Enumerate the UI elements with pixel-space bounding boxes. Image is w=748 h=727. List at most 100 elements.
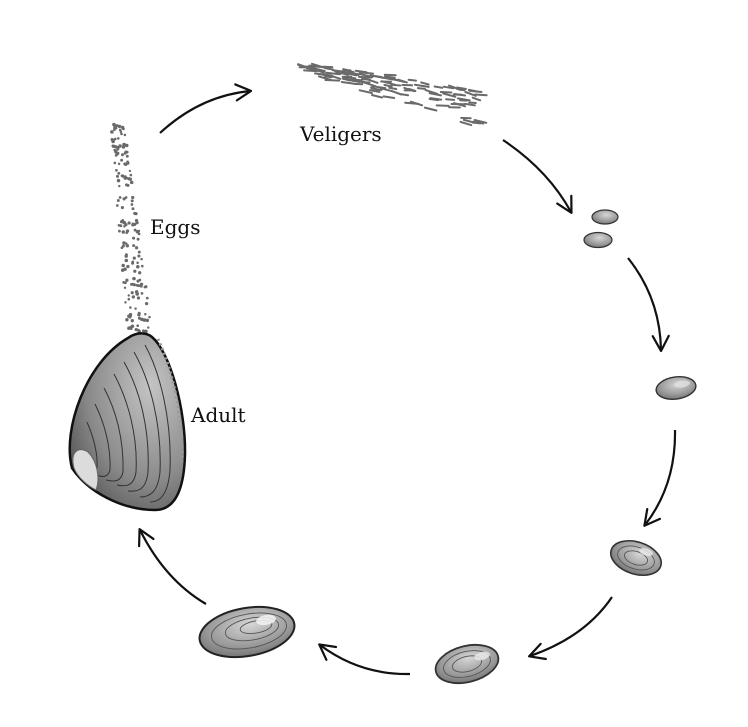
veliger-larva — [400, 93, 410, 97]
egg — [133, 228, 137, 232]
egg — [130, 199, 134, 203]
veliger-larva — [424, 89, 439, 95]
egg — [137, 250, 141, 254]
egg — [131, 195, 135, 200]
egg — [124, 281, 127, 285]
egg — [123, 286, 127, 290]
adult-mussel — [68, 332, 187, 512]
juvenile-shell-xlarge — [198, 605, 296, 659]
egg — [110, 130, 114, 134]
veliger-larva — [409, 100, 424, 107]
egg — [124, 258, 129, 263]
egg — [124, 254, 128, 258]
veliger-larva — [428, 92, 442, 97]
veliger-larva — [358, 73, 374, 78]
veliger-larva — [340, 72, 350, 76]
egg — [129, 180, 134, 185]
egg — [120, 132, 123, 136]
egg — [122, 197, 126, 201]
egg — [134, 307, 137, 310]
egg — [126, 264, 130, 269]
egg — [115, 168, 118, 172]
arrow-spat-to-juvenile-1 — [627, 257, 670, 353]
egg — [112, 122, 116, 127]
egg — [132, 276, 136, 281]
egg — [116, 145, 120, 150]
egg — [119, 224, 123, 228]
egg — [122, 241, 126, 245]
egg — [131, 207, 135, 211]
veliger-larva — [324, 75, 333, 79]
egg — [118, 184, 121, 188]
veliger-larva — [370, 87, 383, 91]
egg — [113, 161, 117, 165]
egg — [137, 232, 141, 236]
veliger-larva — [342, 76, 357, 80]
egg — [144, 329, 148, 334]
veliger-larva — [473, 119, 488, 124]
egg — [123, 162, 126, 166]
veliger-larva — [471, 96, 482, 102]
veliger-larva — [324, 79, 341, 82]
egg — [117, 162, 121, 166]
veliger-larva — [303, 69, 318, 73]
veliger-larva — [383, 83, 393, 88]
veliger-larva — [331, 69, 347, 73]
egg — [123, 133, 127, 137]
egg — [121, 263, 125, 268]
egg — [136, 279, 140, 283]
egg — [124, 223, 128, 227]
arrow-veligers-to-spat — [502, 139, 573, 214]
egg — [133, 269, 137, 273]
veliger-larva — [445, 98, 456, 101]
egg — [119, 220, 124, 224]
veliger-larva — [423, 106, 438, 112]
veliger-larva — [368, 89, 381, 93]
arrow-juvenile-1-to-juvenile-2 — [643, 429, 677, 527]
egg — [140, 257, 143, 261]
veliger-larva — [379, 87, 394, 93]
egg — [114, 150, 118, 154]
egg — [125, 143, 129, 148]
egg — [123, 151, 127, 155]
veliger-larva — [429, 97, 443, 101]
egg — [137, 328, 140, 332]
veliger-larva — [354, 69, 368, 74]
egg — [120, 153, 125, 157]
arrow-juvenile-3-to-juvenile-4 — [318, 643, 411, 676]
egg — [137, 313, 141, 317]
arrow-juvenile-4-to-adult — [138, 528, 207, 605]
eggs-label: Eggs — [150, 215, 201, 239]
egg — [118, 196, 122, 199]
egg — [137, 254, 141, 258]
egg — [115, 124, 119, 128]
egg — [129, 314, 132, 318]
arrow-eggs-to-veligers — [159, 83, 253, 134]
egg — [125, 278, 129, 282]
egg — [127, 297, 131, 301]
veliger-larva — [474, 93, 488, 97]
egg — [132, 256, 136, 260]
veliger-larva — [323, 67, 334, 71]
egg — [117, 171, 121, 175]
egg — [130, 319, 134, 323]
spat-shell — [591, 209, 619, 225]
egg — [119, 130, 123, 133]
veliger-larva — [456, 97, 471, 102]
veliger-larva — [358, 75, 373, 79]
egg — [131, 223, 135, 227]
egg — [129, 173, 133, 177]
egg — [134, 212, 138, 216]
veliger-larva — [439, 91, 453, 94]
egg — [132, 236, 136, 240]
veliger-larva — [442, 85, 455, 90]
veliger-larva — [435, 104, 450, 107]
egg — [140, 292, 144, 295]
egg — [121, 230, 126, 234]
spat-shell — [583, 231, 613, 249]
egg — [116, 178, 121, 183]
egg — [136, 296, 141, 300]
egg — [121, 268, 125, 272]
egg — [123, 177, 127, 180]
egg — [130, 291, 134, 295]
